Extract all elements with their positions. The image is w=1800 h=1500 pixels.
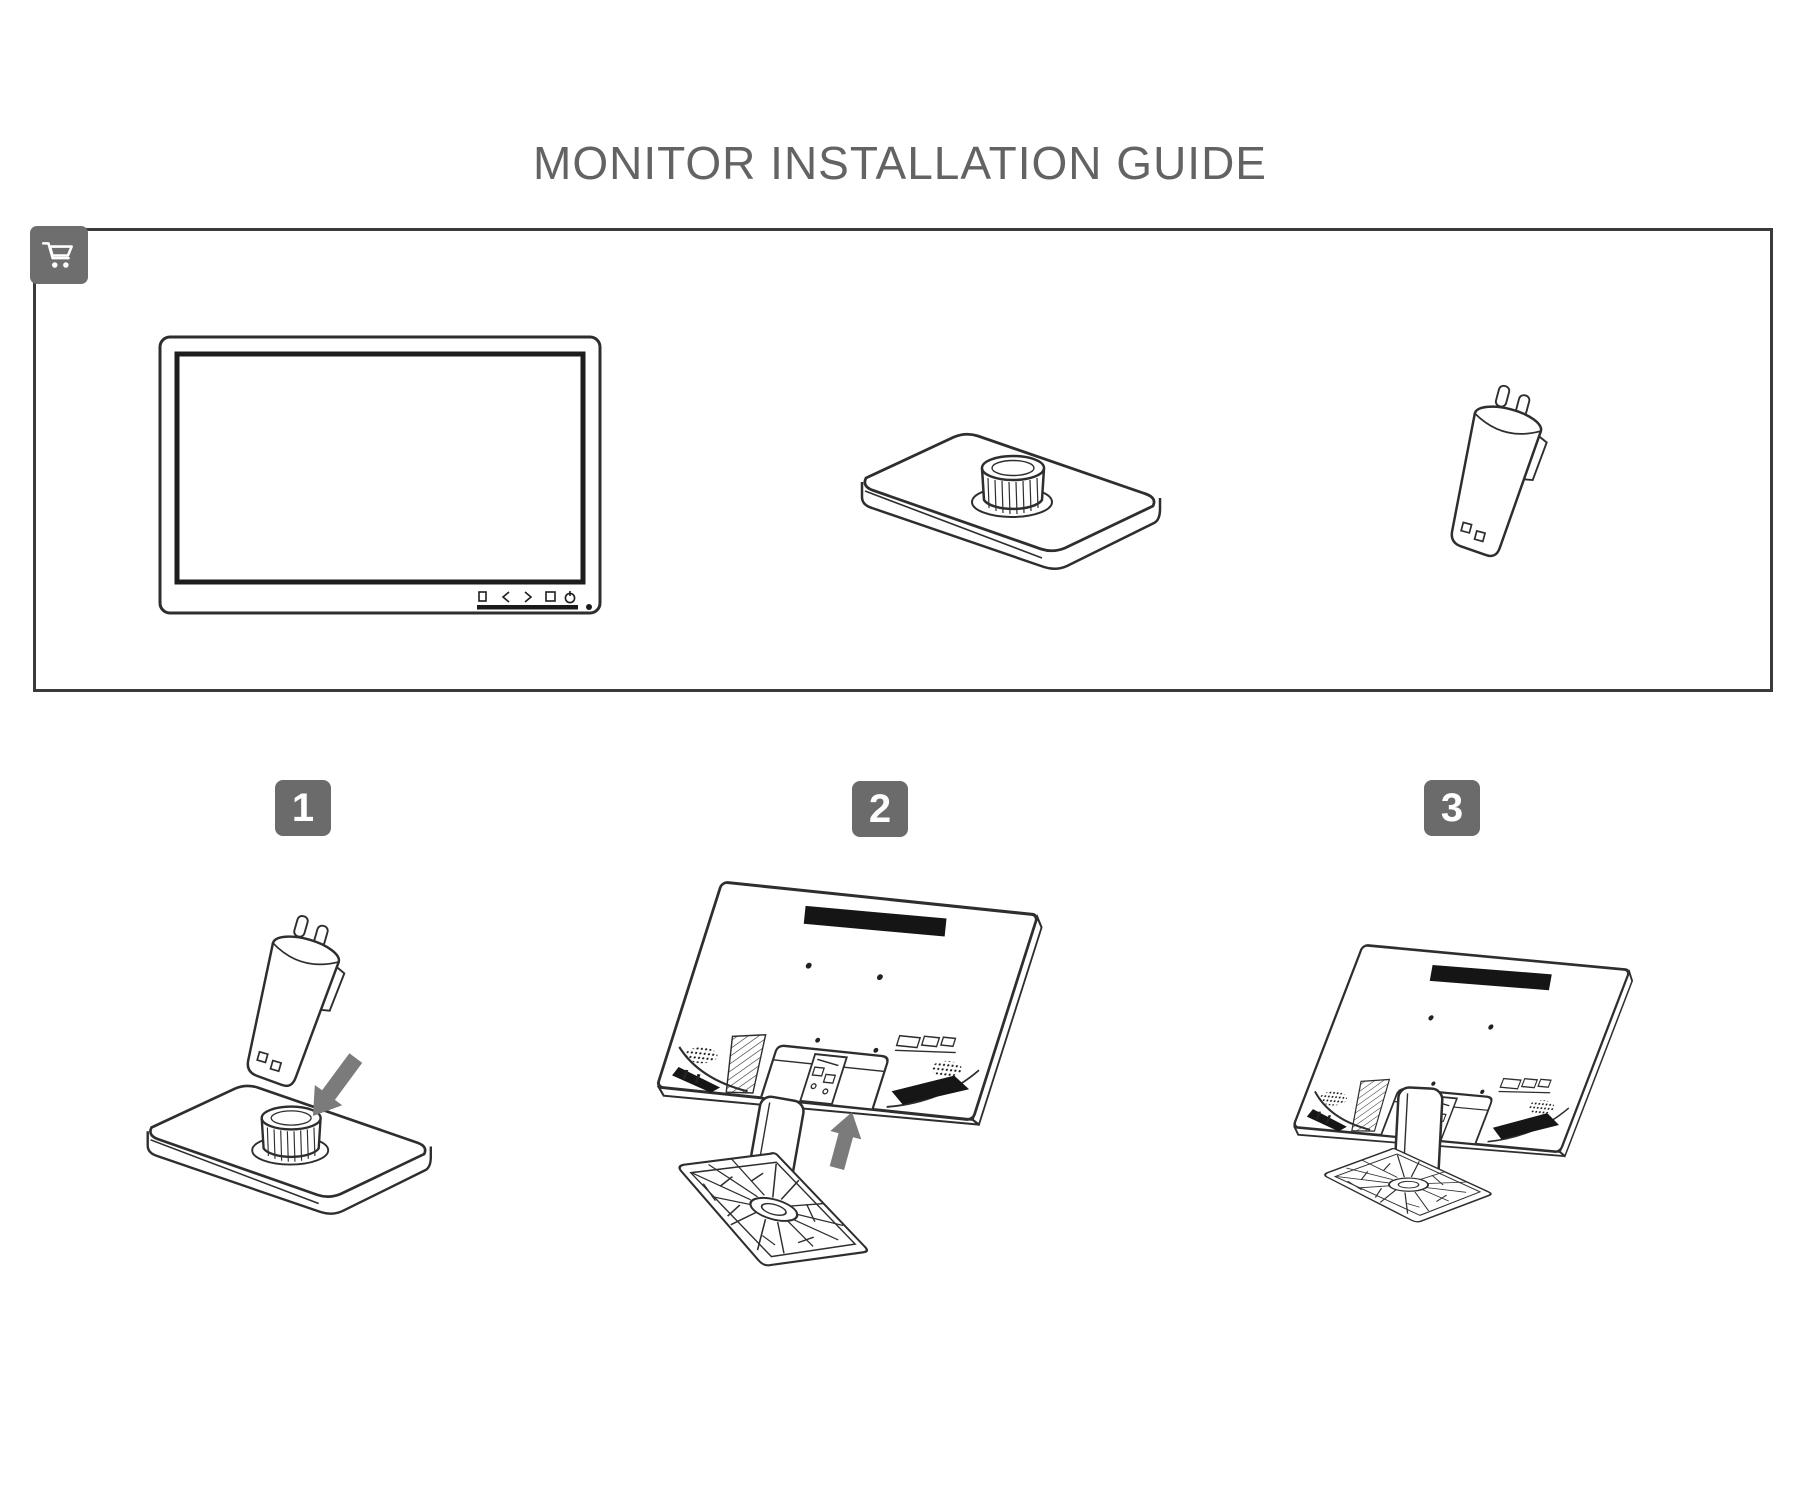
shopping-cart-icon <box>41 242 73 268</box>
menu-icon <box>478 591 487 602</box>
step-2-badge: 2 <box>852 781 908 837</box>
control-buttons <box>478 591 576 604</box>
arrow-down-left-icon <box>313 1053 363 1116</box>
right-arrow-icon <box>524 591 533 603</box>
power-led-dot <box>586 604 592 610</box>
left-arrow-icon <box>501 591 510 603</box>
step-1-badge: 1 <box>275 780 331 836</box>
page-title: MONITOR INSTALLATION GUIDE <box>533 137 1267 189</box>
stand-neck-drawing <box>1438 379 1560 564</box>
step-1-illustration <box>146 908 433 1216</box>
arrow-up-icon <box>829 1112 862 1170</box>
step-2-illustration <box>652 880 1047 1291</box>
stand-base-drawing <box>860 432 1162 571</box>
step-3-illustration <box>1289 943 1638 1226</box>
auto-icon <box>545 591 556 602</box>
cart-badge <box>30 226 88 284</box>
monitor-front-drawing <box>158 335 602 615</box>
step-3-badge: 3 <box>1424 780 1480 836</box>
